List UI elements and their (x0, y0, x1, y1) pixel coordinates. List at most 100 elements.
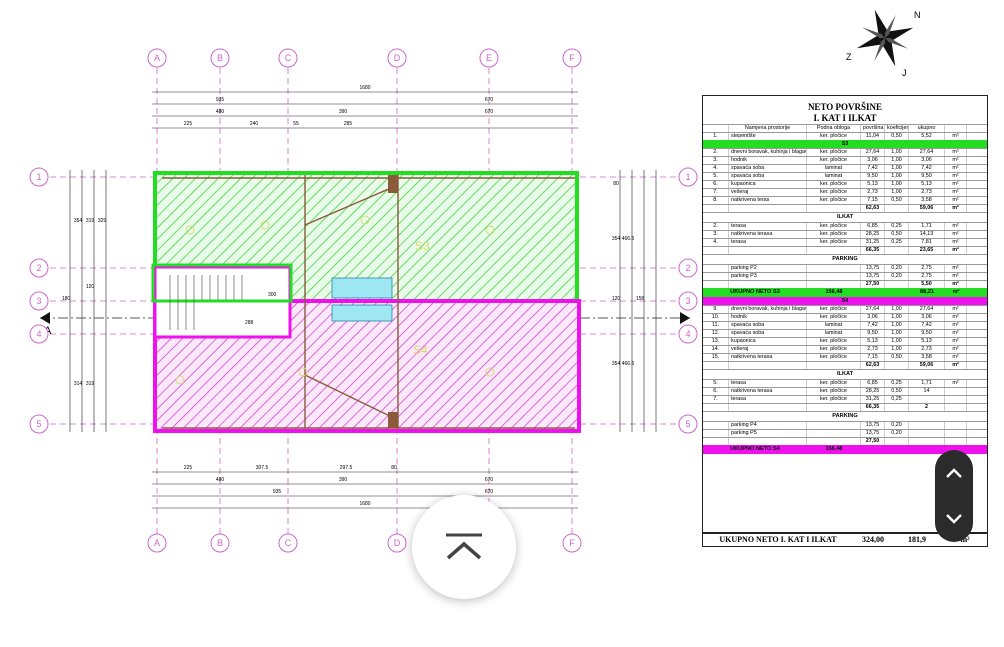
axis-bubble-3-right: 3 (678, 291, 698, 311)
svg-text:B: B (217, 538, 223, 548)
dim-top: 670 (485, 109, 494, 115)
scroll-to-top-button[interactable] (412, 495, 516, 599)
top-dimension-lines (152, 91, 578, 129)
axis-bubble-a-top: A (147, 48, 167, 68)
table-row: 2.dnevni boravak, kuhinja i blagavaonica… (703, 148, 987, 156)
dim-right: 466.5 (622, 236, 635, 242)
kitchen-units (331, 277, 393, 322)
svg-text:2: 2 (36, 263, 41, 273)
stair-core-green-edge (151, 263, 293, 303)
svg-text:3: 3 (36, 296, 41, 306)
column-header: Podna obloga (807, 125, 861, 132)
dim-total-bottom: 1680 (359, 501, 370, 507)
axis-bubble-b-bottom: B (210, 533, 230, 553)
zone-label-s3: S3 (415, 239, 430, 253)
axis-bubble-f-top: F (562, 48, 582, 68)
svg-text:A: A (154, 538, 160, 548)
table-header-row: Namjena prostorije Podna obloga površina… (703, 124, 987, 132)
section-label: ILKAT (703, 212, 987, 222)
dim-bottom: 670 (485, 477, 494, 483)
dim-left: 329 (98, 218, 107, 224)
dim-left: 319 (86, 381, 95, 387)
dim-top: 480 (216, 109, 225, 115)
axis-bubble-b-top: B (210, 48, 230, 68)
room-marker (185, 225, 195, 235)
room-marker (485, 225, 495, 235)
svg-text:D: D (394, 538, 401, 548)
svg-text:5: 5 (36, 419, 41, 429)
dim-bottom: 480 (216, 477, 225, 483)
axis-bubble-a-bottom: A (147, 533, 167, 553)
dim-top: 225 (184, 121, 193, 127)
table-row: 9.dnevni boravak, kuhinja i blagavaonica… (703, 305, 987, 313)
compass-mark-z: Z (846, 52, 852, 62)
dim-top: 285 (344, 121, 353, 127)
subtotal-row: 27,50 (703, 437, 987, 445)
dim-top: 390 (339, 109, 348, 115)
svg-text:C: C (285, 53, 292, 63)
axis-bubble-f-bottom: F (562, 533, 582, 553)
column-header: ukupno (909, 125, 945, 132)
dim-bottom: 390 (339, 477, 348, 483)
section-arrow-right-icon (680, 312, 690, 324)
dim-left: 180 (62, 296, 71, 302)
room-marker (260, 220, 270, 230)
dim-bottom: 935 (273, 489, 282, 495)
column-header: Namjena prostorije (729, 125, 807, 132)
room-marker (175, 375, 185, 385)
column-header: koeficijent (887, 125, 909, 132)
dim-bottom: 670 (485, 489, 494, 495)
floor-plan-drawing: A A 300 288 S3 S4 1680 935 670 (29, 48, 698, 553)
page-navigator (935, 450, 973, 542)
side-dimension-lines (69, 170, 657, 432)
chevron-up-icon (946, 468, 962, 478)
dim-total-top: 1680 (359, 85, 370, 91)
axis-bubble-1-right: 1 (678, 167, 698, 187)
apartment-band: S3 (703, 140, 987, 148)
dim-bottom: 297.5 (340, 465, 353, 471)
axis-bubble-c-bottom: C (278, 533, 298, 553)
apartment-band: S4 (703, 297, 987, 305)
compass-mark-j: J (902, 68, 907, 78)
zone-label-s4: S4 (413, 343, 428, 357)
dim-right: 466.5 (622, 361, 635, 367)
axis-bubble-e-top: E (479, 48, 499, 68)
stair-dim-bottom: 288 (245, 320, 254, 326)
grand-total-row: UKUPNO NETO I. KAT I ILKAT 324,00 181,9 … (703, 532, 987, 546)
svg-text:E: E (486, 53, 492, 63)
dim-bottom: 80 (391, 465, 397, 471)
dim-bottom: 225 (184, 465, 193, 471)
compass-mark-n: N (914, 10, 921, 20)
dim-left: 354 (74, 218, 83, 224)
section-label: PARKING (703, 411, 987, 421)
page-up-button[interactable] (939, 458, 969, 488)
dim-top: 935 (216, 97, 225, 103)
page-down-button[interactable] (939, 504, 969, 534)
axis-bubble-4-left: 4 (29, 324, 49, 344)
room-marker (485, 367, 495, 377)
dim-top: 240 (250, 121, 259, 127)
dim-right: 354 (612, 236, 621, 242)
axis-bubble-d-bottom: D (387, 533, 407, 553)
axis-bubble-c-top: C (278, 48, 298, 68)
